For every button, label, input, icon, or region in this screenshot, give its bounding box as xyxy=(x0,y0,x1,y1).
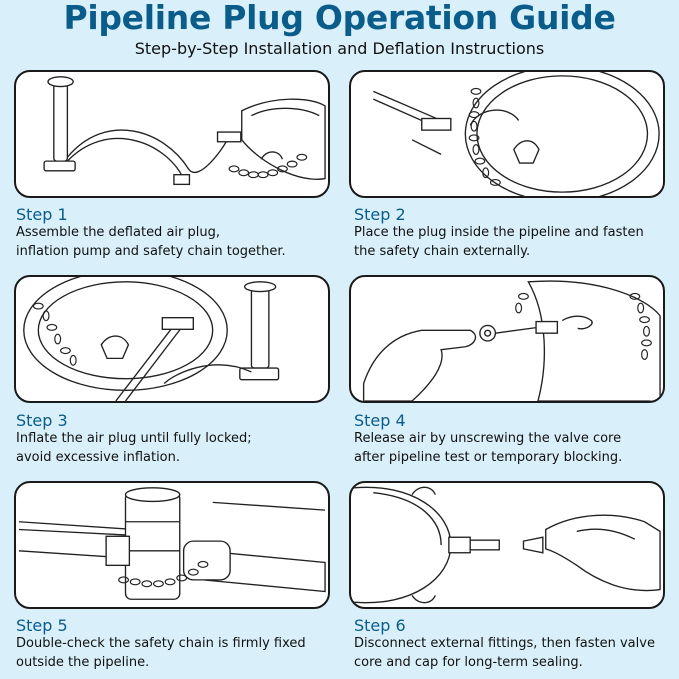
page-subtitle: Step-by-Step Installation and Deflation … xyxy=(134,39,545,58)
page-title: Pipeline Plug Operation Guide xyxy=(63,0,616,37)
step-2-line-1: Place the plug inside the pipeline and f… xyxy=(354,225,644,240)
step-6-illustration xyxy=(349,481,665,609)
step-2-illustration xyxy=(349,70,665,198)
inflation-drawing xyxy=(23,277,280,401)
step-5-description: Double-check the safety chain is firmly … xyxy=(16,634,336,672)
step-5-line-1: Double-check the safety chain is firmly … xyxy=(16,636,306,651)
step-3-line-1: Inflate the air plug until fully locked; xyxy=(16,431,252,446)
step-3-illustration xyxy=(14,275,330,403)
plug-in-pipeline-drawing xyxy=(373,72,660,196)
step-1-line-1: Assemble the deflated air plug, xyxy=(16,225,220,240)
step-3-line-2: avoid excessive inflation. xyxy=(16,450,181,465)
step-4-title: Step 4 xyxy=(354,411,406,430)
step-4-line-1: Release air by unscrewing the valve core xyxy=(354,431,622,446)
step-1-title: Step 1 xyxy=(16,205,68,224)
step-5-title: Step 5 xyxy=(16,616,68,635)
step-3-description: Inflate the air plug until fully locked;… xyxy=(16,429,336,467)
chain-check-drawing xyxy=(18,487,326,600)
pump-hose-plug-drawing xyxy=(43,76,326,186)
step-5-line-2: outside the pipeline. xyxy=(16,655,150,670)
step-6-title: Step 6 xyxy=(354,616,406,635)
step-1-line-2: inflation pump and safety chain together… xyxy=(16,244,286,259)
cap-sealing-drawing xyxy=(353,486,661,604)
step-2-title: Step 2 xyxy=(354,205,406,224)
valve-release-drawing xyxy=(362,280,661,401)
step-1-illustration xyxy=(14,70,330,198)
step-5-illustration xyxy=(14,481,330,609)
step-4-line-2: after pipeline test or temporary blockin… xyxy=(354,450,623,465)
step-6-description: Disconnect external fittings, then faste… xyxy=(354,634,674,672)
step-4-description: Release air by unscrewing the valve core… xyxy=(354,429,674,467)
step-6-line-1: Disconnect external fittings, then faste… xyxy=(354,636,655,651)
step-2-description: Place the plug inside the pipeline and f… xyxy=(354,223,674,261)
step-3-title: Step 3 xyxy=(16,411,68,430)
step-6-line-2: core and cap for long-term sealing. xyxy=(354,655,583,670)
step-1-description: Assemble the deflated air plug, inflatio… xyxy=(16,223,336,261)
step-2-line-2: the safety chain externally. xyxy=(354,244,531,259)
step-4-illustration xyxy=(349,275,665,403)
